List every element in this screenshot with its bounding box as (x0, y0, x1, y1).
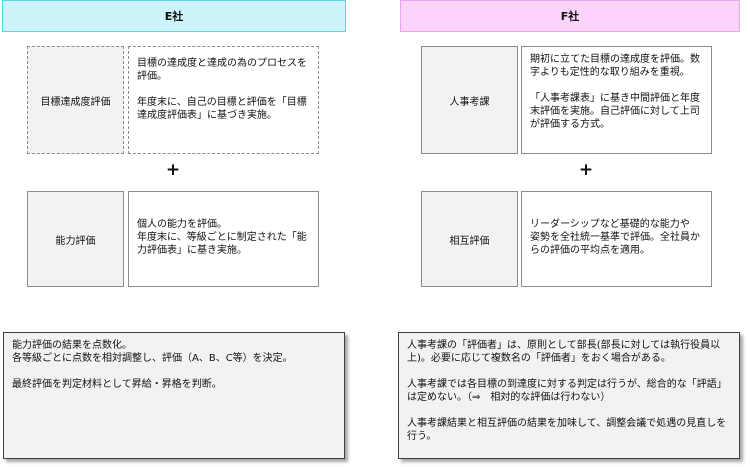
e-item2-label-box: 能力評価 (27, 191, 124, 287)
f-item1-label: 人事考課 (449, 96, 490, 108)
f-item2-label: 相互評価 (449, 235, 490, 247)
f-company-header: F社 (400, 0, 740, 32)
e-item2-label: 能力評価 (55, 235, 96, 247)
e-item1-desc-box: 目標の達成度と達成の為のプロセスを評価。 年度末に、自己の目標と評価を「目標達成… (128, 46, 319, 154)
e-item2-desc-box: 個人の能力を評価。 年度末に、等級ごとに制定された「能力評価表」に基き実施。 (128, 191, 319, 287)
e-plus-sign: + (165, 160, 181, 180)
f-item1-desc-box: 期初に立てた目標の達成度を評価。数字よりも定性的な取り組みを重視。 「人事考課表… (521, 46, 712, 154)
f-summary-note: 人事考課の「評価者」は、原則として部長(部長に対しては執行役員以上)。必要に応じ… (398, 332, 740, 459)
e-item1-label-box: 目標達成度評価 (27, 46, 124, 154)
e-item1-label: 目標達成度評価 (40, 96, 111, 108)
f-plus-sign: + (578, 160, 594, 180)
f-item2-label-box: 相互評価 (421, 191, 518, 287)
f-item1-label-box: 人事考課 (421, 46, 518, 154)
e-summary-note: 能力評価の結果を点数化。 各等級ごとに点数を相対調整し、評価（A、B、C等）を決… (3, 332, 345, 459)
e-company-header: E社 (2, 0, 346, 32)
f-item2-desc-box: リーダーシップなど基礎的な能力や 姿勢を全社統一基準で評価。全社員からの評価の平… (521, 191, 712, 287)
